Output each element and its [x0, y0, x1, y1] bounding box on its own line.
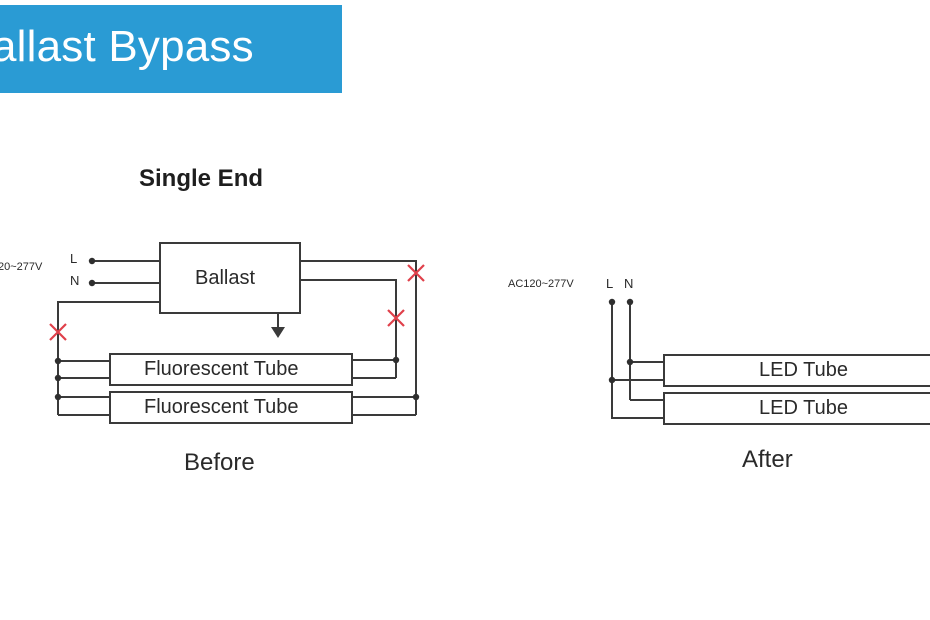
banner-title: allast Bypass — [0, 22, 254, 71]
led-tube-1 — [663, 354, 930, 387]
before-caption: Before — [184, 449, 255, 476]
ground-symbol — [271, 327, 285, 338]
after-voltage-label: AC120~277V — [508, 278, 574, 290]
ballast-label: Ballast — [195, 267, 256, 289]
fluorescent-tube-1 — [109, 353, 353, 386]
led-tube-2-label: LED Tube — [759, 397, 848, 419]
after-line-label: L — [606, 276, 614, 291]
fluorescent-tube-1-label: Fluorescent Tube — [144, 358, 299, 380]
fluorescent-tube-2-label: Fluorescent Tube — [144, 396, 299, 418]
before-voltage-label: 20~277V — [0, 261, 43, 273]
title-banner: allast Bypass — [0, 5, 342, 93]
before-line-label: L — [70, 251, 78, 266]
section-title: Single End — [139, 165, 264, 192]
after-neutral-label: N — [624, 276, 634, 291]
led-tube-2 — [663, 392, 930, 425]
before-neutral-label: N — [70, 273, 80, 288]
cut-marks — [49, 264, 425, 341]
ballast-box — [159, 242, 301, 314]
fluorescent-tube-2 — [109, 391, 353, 424]
after-caption: After — [742, 446, 793, 473]
led-tube-1-label: LED Tube — [759, 359, 848, 381]
